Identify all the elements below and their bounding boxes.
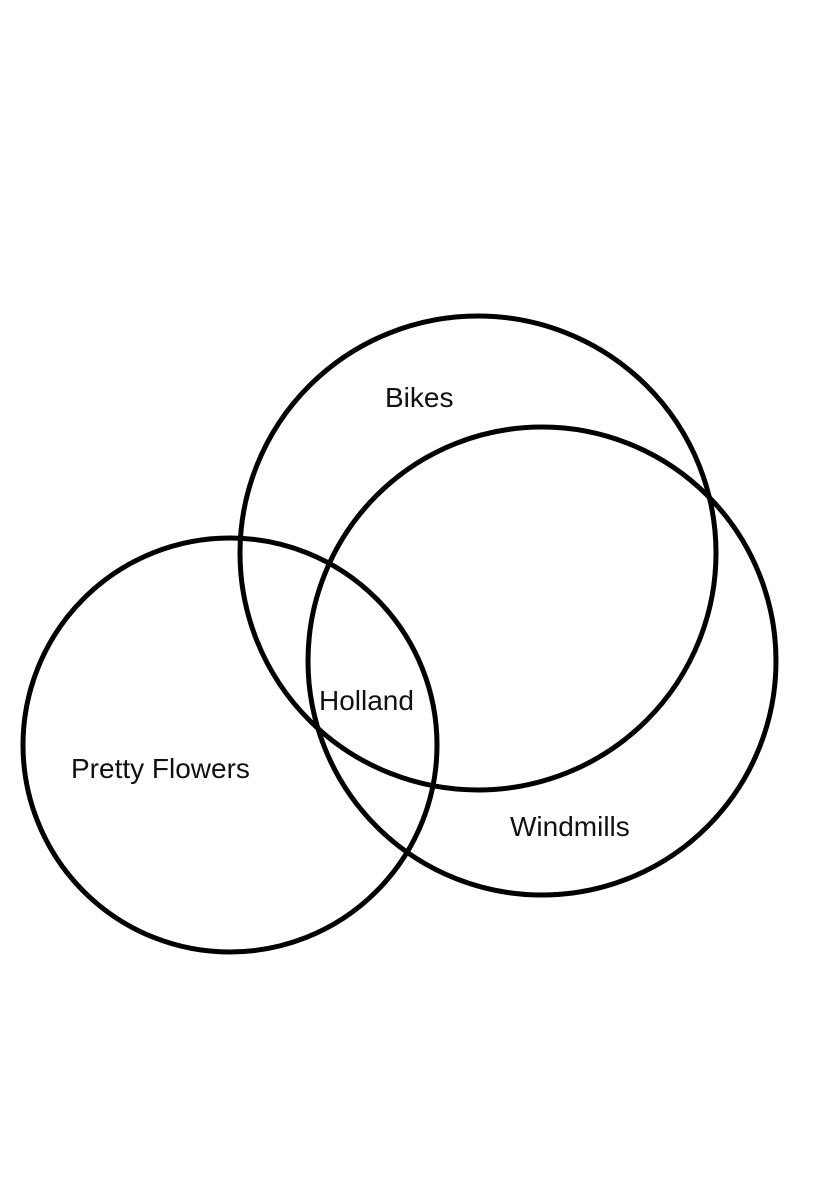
pretty-flowers-circle [20,535,440,955]
bikes-label: Bikes [385,382,453,413]
windmills-label: Windmills [510,811,630,842]
holland-label: Holland [319,685,414,716]
pretty-flowers-label: Pretty Flowers [71,753,250,784]
windmills-circle [305,424,779,898]
bikes-circle [237,313,719,793]
